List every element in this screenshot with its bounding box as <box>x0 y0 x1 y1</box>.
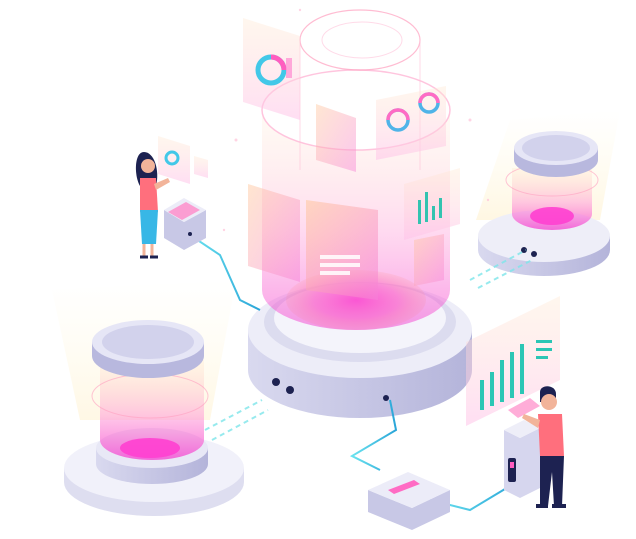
floating-panel-bars-right <box>404 168 460 240</box>
hologram-panel-small <box>194 156 208 178</box>
man-figure <box>522 386 566 508</box>
ring-chart-icon <box>418 92 440 114</box>
port-hole <box>383 395 389 401</box>
port-hole <box>286 386 294 394</box>
floating-panel-document <box>306 200 378 300</box>
right-terminal <box>504 398 540 498</box>
light-stream-right <box>469 249 533 289</box>
floating-panel-top <box>316 104 356 172</box>
donut-chart-icon <box>164 150 180 166</box>
ring-chart-icon <box>386 108 410 132</box>
right-pod <box>476 110 620 276</box>
left-pod <box>52 280 244 516</box>
bar-chart-icon <box>480 344 524 410</box>
floating-panel-donut <box>243 18 300 120</box>
sparkle-dots <box>222 8 490 232</box>
floating-panel-left <box>248 184 300 282</box>
port-hole <box>272 378 280 386</box>
light-stream-left <box>204 399 269 441</box>
small-device-box <box>368 472 450 530</box>
document-icon <box>320 255 360 275</box>
woman-figure <box>135 152 170 259</box>
donut-chart-icon <box>255 54 287 86</box>
right-dashboard-panel <box>466 296 560 426</box>
hologram-panel <box>508 398 540 418</box>
hologram-panel <box>158 136 190 184</box>
floating-panel-small <box>414 234 444 286</box>
left-terminal <box>158 136 208 250</box>
floating-panel-rings <box>376 86 446 160</box>
bar-chart-icon <box>418 192 442 224</box>
